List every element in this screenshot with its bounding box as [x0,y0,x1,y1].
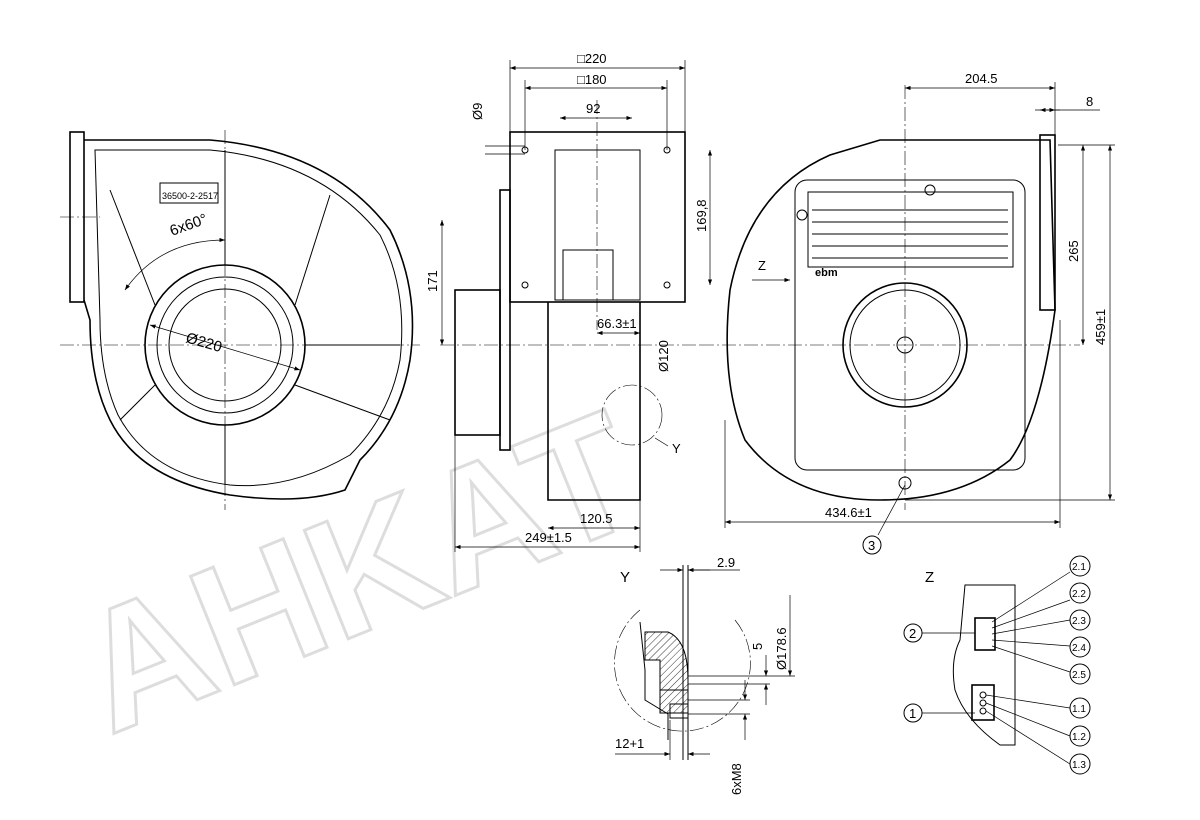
thread-dim: 6xM8 [729,763,744,795]
pin-1-1: 1.1 [1072,704,1086,715]
dim-178-6: Ø178.6 [774,627,789,670]
diameter-label: Ø220 [184,330,224,356]
pin-2-3: 2.3 [1072,616,1086,627]
view-z-marker: Z [758,258,766,273]
dim-5: 5 [750,643,765,650]
height-171-dim: 171 [425,270,440,292]
pin-1-3: 1.3 [1072,760,1086,771]
rear-view: ebm 204.5 8 265 459±1 434.6±1 Z 3 [700,71,1115,555]
depth-120-dim: 120.5 [580,511,613,526]
connector-2-callout: 2 [909,626,916,641]
height-459-dim: 459±1 [1093,309,1108,345]
width-434-dim: 434.6±1 [825,505,872,520]
dim-12: 12+1 [615,736,644,751]
pins-connector-1: 1.1 1.2 1.3 [985,694,1091,775]
brand-logo: ebm [815,267,838,279]
angle-label: 6x60° [168,211,210,240]
dim-2-9: 2.9 [717,555,735,570]
detail-z-title: Z [925,569,934,586]
width-204-dim: 204.5 [965,71,998,86]
depth-249-dim: 249±1.5 [525,530,572,545]
pin-2-2: 2.2 [1072,589,1086,600]
flange-8-dim: 8 [1086,94,1093,109]
offset-dim: 66.3±1 [597,316,637,331]
detail-y-marker: Y [672,441,681,456]
hole-spacing-dim: 92 [586,101,600,116]
hole-diameter-dim: Ø9 [470,103,485,120]
inlet-diameter-dim: Ø120 [656,340,671,372]
height-265-dim: 265 [1066,240,1081,262]
pin-2-4: 2.4 [1072,643,1086,654]
flange-outer-dim: □220 [577,51,607,66]
height-169-dim: 169,8 [694,199,709,232]
detail-y-title: Y [620,569,630,586]
callout-3: 3 [868,538,875,553]
pin-2-1: 2.1 [1072,562,1086,573]
pins-connector-2: 2.1 2.2 2.3 2.4 2.5 [991,555,1091,685]
cooling-fins [812,209,1008,259]
flange-inner-dim: □180 [577,72,607,87]
front-view: 36500-2-2517 6x60° Ø220 [60,130,420,510]
side-view: □220 □180 92 Ø9 169,8 171 66.3±1 Ø120 Y … [425,51,713,552]
detail-y: Y 2.9 Ø178.6 5 6xM8 12+1 [614,555,795,795]
connector-1-callout: 1 [909,706,916,721]
pin-2-5: 2.5 [1072,670,1086,681]
part-number-label: 36500-2-2517 [162,191,218,201]
pin-1-2: 1.2 [1072,732,1086,743]
spokes [109,150,400,485]
detail-z: Z 2 1 2.1 2.2 2.3 2.4 2.5 1.1 1.2 [903,555,1091,775]
watermark: AHKAT [53,375,664,769]
